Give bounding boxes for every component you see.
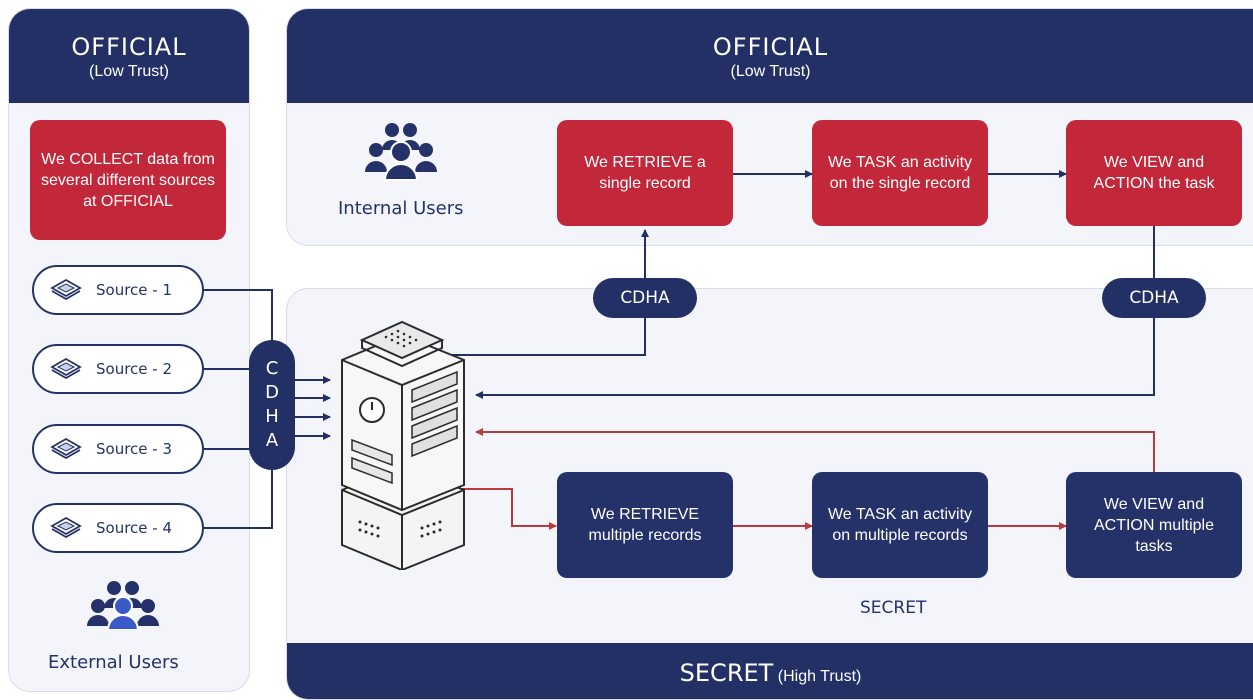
- view-action-multiple-box: We VIEW and ACTION multiple tasks: [1066, 472, 1242, 578]
- source-3-pill: Source - 3: [32, 424, 204, 474]
- database-icon: [48, 355, 84, 384]
- official-top-subtitle: (Low Trust): [730, 63, 811, 80]
- task-multiple-box: We TASK an activity on multiple records: [812, 472, 988, 578]
- source-1-label: Source - 1: [96, 281, 173, 299]
- official-left-title: OFFICIAL: [71, 33, 187, 61]
- source-4-label: Source - 4: [96, 519, 173, 537]
- collect-data-box: We COLLECT data from several different s…: [30, 120, 226, 240]
- view-action-task-box: We VIEW and ACTION the task: [1066, 120, 1242, 226]
- retrieve-single-box: We RETRIEVE a single record: [557, 120, 733, 226]
- cdha-vertical-pill: C D H A: [249, 340, 295, 470]
- source-3-label: Source - 3: [96, 440, 173, 458]
- source-4-pill: Source - 4: [32, 503, 204, 553]
- users-group-icon: [364, 122, 438, 187]
- server-stack-icon: [332, 300, 472, 575]
- users-group-icon: [86, 580, 160, 635]
- task-single-box: We TASK an activity on the single record: [812, 120, 988, 226]
- external-users-label: External Users: [48, 652, 179, 673]
- secret-label: SECRET: [860, 598, 927, 618]
- cdha-letter-a: A: [265, 430, 279, 451]
- official-left-subtitle: (Low Trust): [88, 63, 169, 80]
- cdha-letter-c: C: [265, 358, 279, 379]
- source-4-line: [204, 470, 273, 529]
- official-left-header: OFFICIAL (Low Trust): [9, 9, 249, 103]
- database-icon: [48, 435, 84, 464]
- cdha-left-pill: CDHA: [593, 278, 697, 318]
- source-2-label: Source - 2: [96, 360, 173, 378]
- official-top-title: OFFICIAL: [712, 33, 829, 61]
- secret-footer-title: SECRET: [679, 659, 774, 687]
- source-1-line: [204, 289, 273, 340]
- secret-footer: SECRET (High Trust): [287, 643, 1253, 699]
- retrieve-multiple-box: We RETRIEVE multiple records: [557, 472, 733, 578]
- internal-users-label: Internal Users: [338, 198, 464, 219]
- cdha-letter-h: H: [265, 406, 279, 427]
- database-icon: [48, 514, 84, 543]
- database-icon: [48, 276, 84, 305]
- source-2-pill: Source - 2: [32, 344, 204, 394]
- secret-footer-subtitle: (High Trust): [777, 668, 862, 685]
- official-top-header: OFFICIAL (Low Trust): [287, 9, 1253, 103]
- source-1-pill: Source - 1: [32, 265, 204, 315]
- cdha-letter-d: D: [265, 382, 279, 403]
- cdha-right-pill: CDHA: [1102, 278, 1206, 318]
